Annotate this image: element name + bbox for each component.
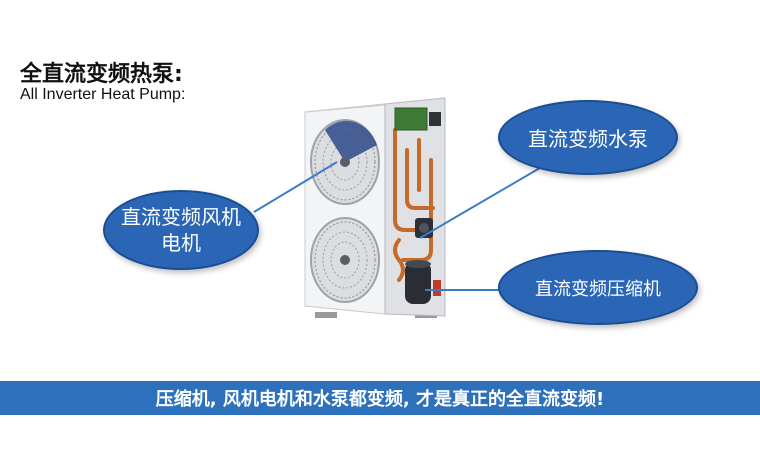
summary-banner: 压缩机, 风机电机和水泵都变频, 才是真正的全直流变频! <box>0 381 760 415</box>
compressor-part <box>405 260 441 304</box>
lower-fan <box>310 217 380 303</box>
summary-banner-text: 压缩机, 风机电机和水泵都变频, 才是真正的全直流变频! <box>155 389 605 410</box>
callout-fan-motor-label: 直流变频风机电机 <box>121 205 241 255</box>
page-title: 全直流变频热泵: <box>20 62 183 87</box>
callout-water-pump: 直流变频水泵 <box>498 100 678 175</box>
upper-fan <box>310 119 380 205</box>
callout-compressor: 直流变频压缩机 <box>498 250 698 325</box>
water-pump-part <box>415 218 433 238</box>
callout-fan-motor: 直流变频风机电机 <box>103 190 259 270</box>
page-subtitle: All Inverter Heat Pump: <box>20 86 186 103</box>
copper-piping <box>393 128 435 282</box>
heat-pump-illustration <box>304 97 446 318</box>
callout-compressor-label: 直流变频压缩机 <box>535 278 661 300</box>
callout-water-pump-label: 直流变频水泵 <box>528 127 648 151</box>
